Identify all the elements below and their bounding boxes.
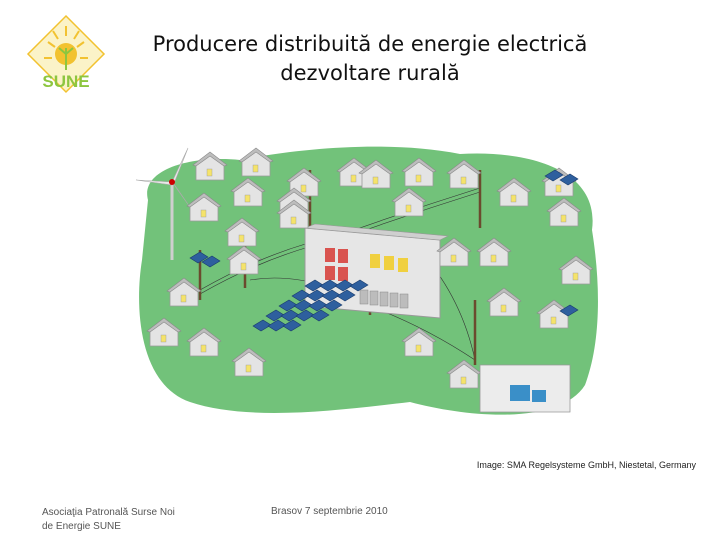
rural-grid-illustration <box>130 140 610 440</box>
footer-org-line-2: de Energie SUNE <box>42 520 212 534</box>
sun-logo-icon: SUNE <box>26 14 106 94</box>
page-title: Producere distribuită de energie electri… <box>150 30 590 88</box>
title-line-2: dezvoltare rurală <box>150 59 590 88</box>
storage-station <box>480 365 570 412</box>
footer-event: Brasov 7 septembrie 2010 <box>271 506 388 517</box>
title-line-1: Producere distribuită de energie electri… <box>150 30 590 59</box>
footer-organization: Asociaţia Patronală Surse Noi de Energie… <box>42 506 212 534</box>
central-inverter-building <box>305 224 448 318</box>
sune-logo: SUNE <box>26 14 106 94</box>
image-credit: Image: SMA Regelsysteme GmbH, Niestetal,… <box>477 460 696 470</box>
footer-org-line-1: Asociaţia Patronală Surse Noi <box>42 506 212 520</box>
logo-text: SUNE <box>42 72 89 91</box>
